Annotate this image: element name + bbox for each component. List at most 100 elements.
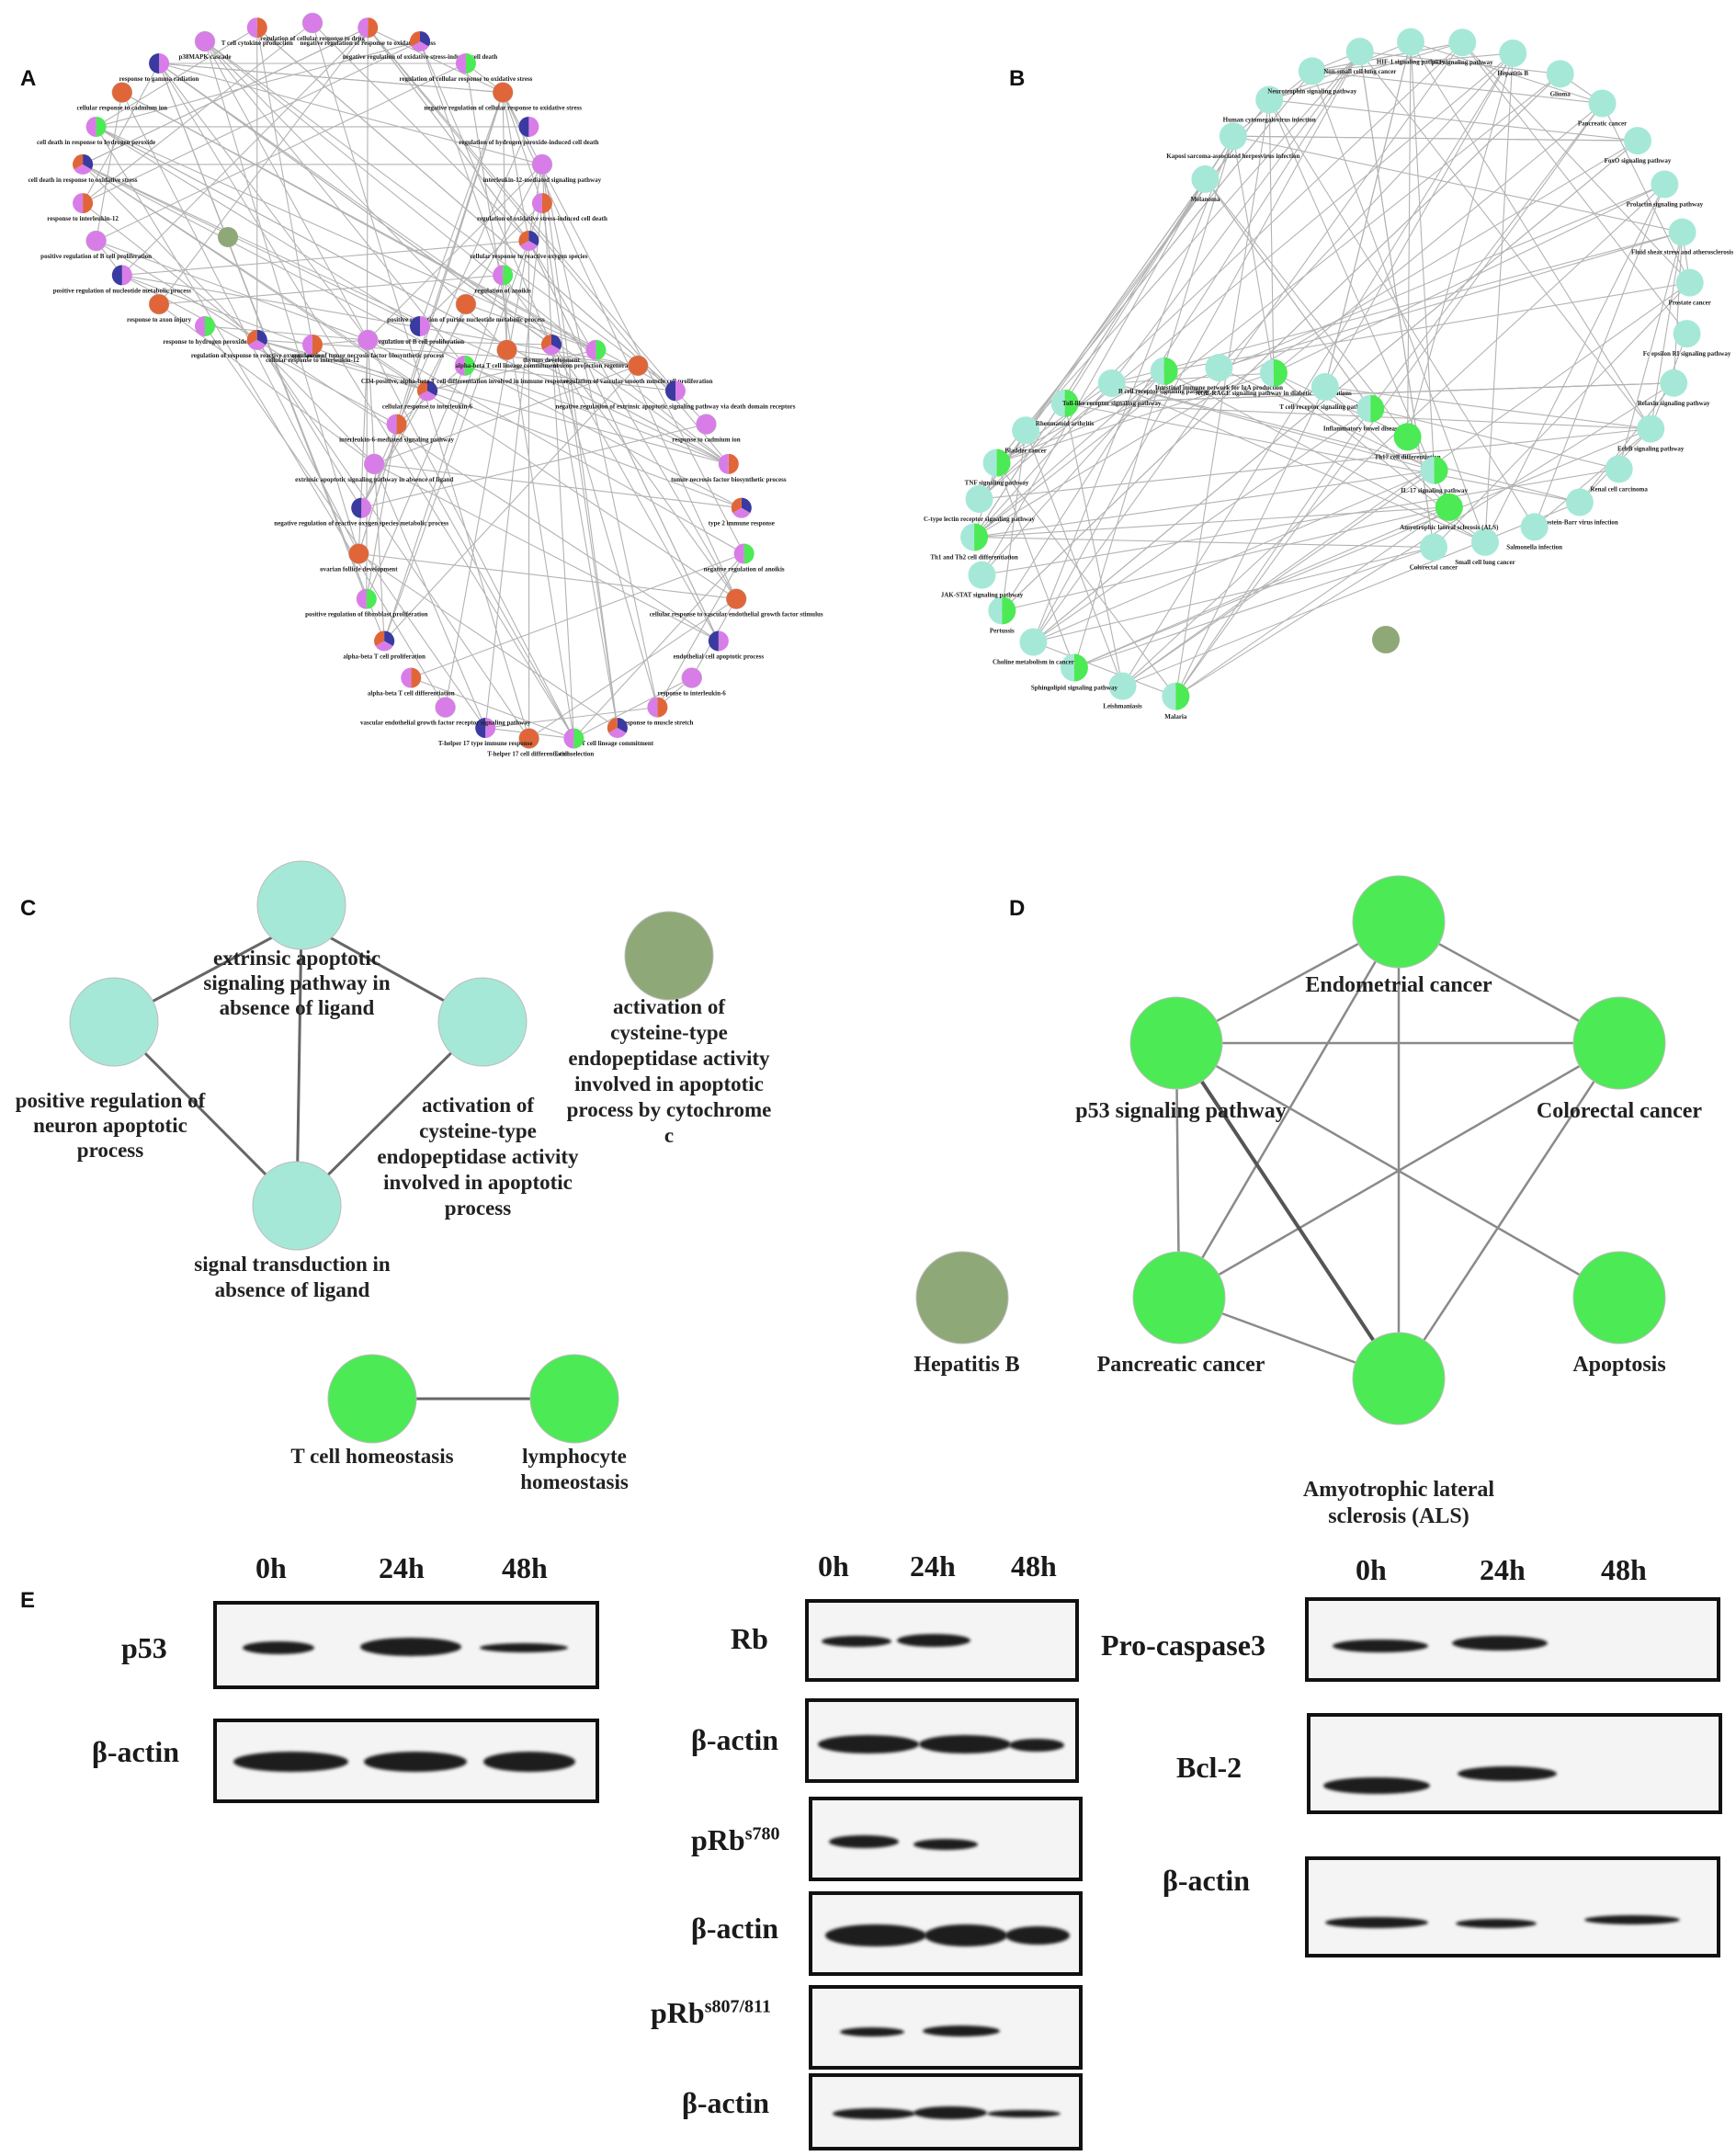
label-b: Melanoma: [1190, 196, 1220, 203]
edge-b: [1002, 506, 1449, 611]
node-a: [149, 53, 170, 74]
label-c2-l2: neuron apoptotic: [33, 1114, 187, 1137]
edge-b: [1268, 41, 1412, 101]
edge-b: [1324, 52, 1514, 388]
node-b: [1060, 653, 1088, 682]
label-a: cellular response to reactive oxygen spe…: [470, 253, 587, 260]
node-a: [531, 193, 552, 214]
node-a: [111, 265, 132, 286]
label-c5-l5: process by cytochrome: [567, 1098, 772, 1121]
edge-a: [204, 40, 730, 465]
label-a: negative regulation of extrinsic apoptot…: [555, 403, 795, 410]
node-a: [696, 414, 717, 435]
edge-b: [973, 73, 1561, 538]
label-b: AGE-RAGE signaling pathway in diabetic c…: [1196, 390, 1352, 397]
label-a: negative regulation of response to oxida…: [301, 40, 437, 47]
edge-b: [1650, 232, 1684, 429]
label-a: negative regulation of reactive oxygen s…: [274, 520, 448, 528]
edge-a: [158, 62, 574, 739]
label-b: Kaposi sarcoma-associated herpesvirus in…: [1166, 153, 1299, 160]
node-a: [492, 82, 514, 103]
edge-b: [1111, 382, 1435, 471]
node-c1: [256, 860, 346, 950]
edge-b: [974, 470, 1435, 539]
edge-a: [96, 126, 447, 708]
edge-b: [1122, 501, 1581, 687]
edge-a: [550, 344, 658, 708]
edge-b: [1410, 41, 1603, 105]
node-a: [585, 339, 607, 360]
node-a: [493, 265, 514, 286]
edge-b: [1122, 470, 1435, 687]
node-b: [1356, 394, 1385, 423]
node-a: [541, 335, 562, 356]
label-a: CD4-positive, alpha-beta T cell differen…: [361, 378, 569, 385]
label-a: tumor necrosis factor biosynthetic proce…: [671, 476, 787, 483]
label-rb: Rb: [731, 1622, 768, 1655]
node-a: [357, 329, 379, 351]
label-a: interleukin-6-mediated signaling pathway: [339, 437, 454, 444]
panel-label-c: C: [20, 896, 37, 921]
edge-a: [373, 463, 486, 729]
label-c5-l4: involved in apoptotic: [574, 1072, 764, 1095]
node-d-colorectal: [1572, 996, 1666, 1090]
time-48h-1: 48h: [502, 1551, 548, 1584]
edge-a: [419, 92, 504, 327]
edge-a: [96, 240, 369, 341]
edge-a: [158, 303, 375, 465]
edge-a: [360, 391, 428, 508]
edge-b: [1273, 103, 1603, 374]
label-a: regulation of anoikis: [475, 287, 532, 294]
network-a: regulation of cellular response to drugn…: [28, 12, 823, 758]
node-a: [496, 339, 517, 361]
edge-b: [1407, 52, 1514, 437]
edge-a: [82, 164, 421, 327]
edge-b: [1033, 408, 1371, 643]
node-c5: [624, 911, 714, 1001]
edge-b: [974, 536, 1435, 549]
edge-b: [1324, 41, 1412, 388]
edge-a: [656, 553, 745, 708]
edge-a: [368, 339, 552, 346]
edge-a: [159, 274, 504, 305]
panel-label-e: E: [20, 1588, 36, 1613]
label-b: Bladder cancer: [1004, 447, 1047, 454]
label-a: T cell cytokine production: [221, 40, 293, 47]
node-a: [518, 116, 539, 137]
edge-b: [996, 71, 1313, 463]
edge-b: [1268, 99, 1536, 528]
label-b: Pertussis: [990, 627, 1015, 634]
node-a: [518, 728, 539, 749]
label-c7-l1: lymphocyte: [522, 1445, 627, 1468]
edge-a: [204, 325, 369, 341]
edge-a: [96, 27, 258, 128]
time-48h-2: 48h: [1011, 1549, 1057, 1583]
node-b-als: [1372, 626, 1400, 653]
edge-a: [573, 677, 692, 740]
edge-b: [1534, 428, 1651, 528]
node-a: [409, 31, 430, 52]
label-b: Th1 and Th2 cell differentiation: [930, 553, 1018, 561]
edge-b: [1204, 178, 1435, 471]
edge-b: [1111, 382, 1486, 543]
edge-a: [367, 339, 574, 739]
edge-a: [96, 126, 421, 327]
edge-b: [1461, 41, 1688, 335]
label-b: ErbB signaling pathway: [1617, 446, 1685, 453]
label-a: alpha-beta T cell proliferation: [343, 653, 425, 661]
node-a: [563, 728, 584, 749]
edge-b: [1232, 136, 1275, 373]
label-b: Rheumatoid arthritis: [1036, 420, 1095, 427]
label-a: interleukin-12-mediated signaling pathwa…: [483, 176, 602, 184]
edge-a: [204, 40, 507, 351]
label-a: cellular response to vascular endothelia…: [650, 611, 823, 618]
edge-b: [1032, 51, 1361, 642]
edge-a: [465, 303, 596, 351]
label-c4-l2: absence of ligand: [215, 1278, 370, 1301]
time-48h-3: 48h: [1601, 1553, 1647, 1586]
edge-a: [367, 27, 676, 391]
edge-a: [159, 62, 504, 94]
node-c6: [327, 1354, 417, 1444]
network-b: Melanoma Kaposi sarcoma-associated herpes…: [924, 28, 1733, 721]
edge-b: [1579, 382, 1674, 503]
